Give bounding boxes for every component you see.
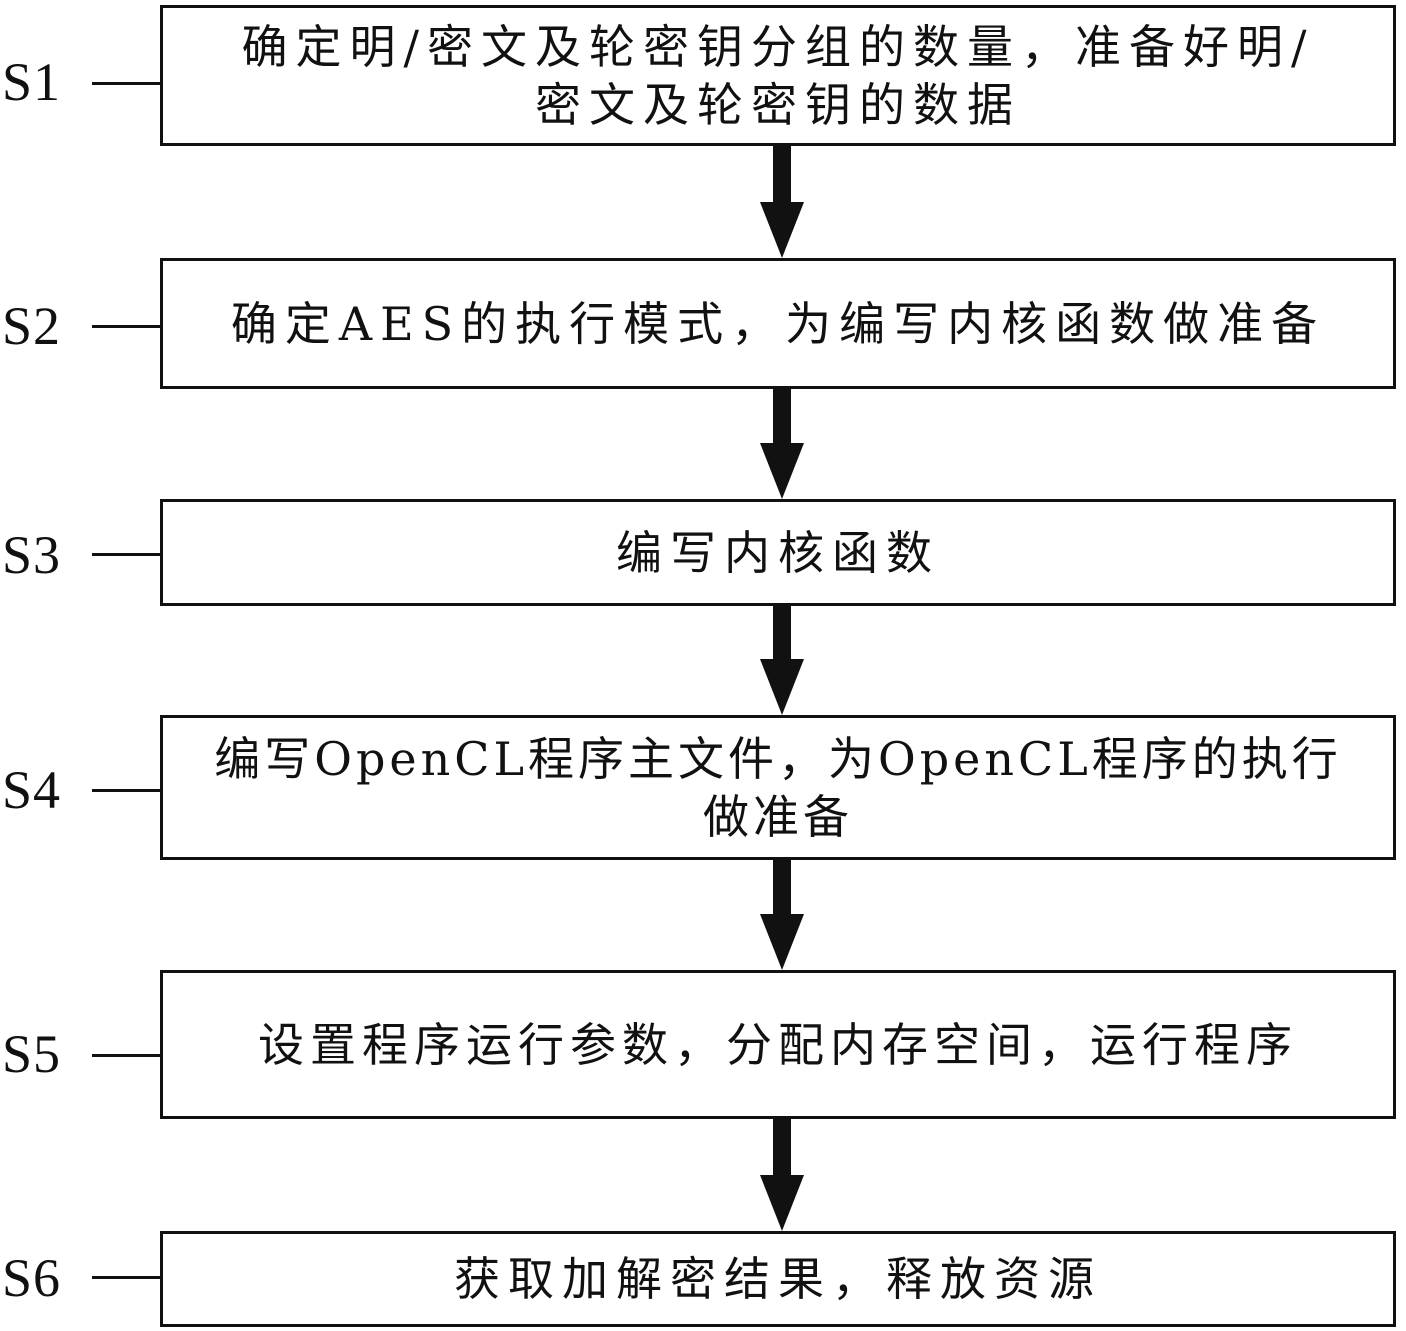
down-arrow-icon (760, 860, 804, 970)
connector-s6 (92, 1276, 160, 1279)
step-box-s4: 编写OpenCL程序主文件，为OpenCL程序的执行做准备 (160, 715, 1396, 860)
step-text-s4: 编写OpenCL程序主文件，为OpenCL程序的执行做准备 (214, 731, 1342, 844)
step-text-s1: 确定明/密文及轮密钥分组的数量，准备好明/密文及轮密钥的数据 (241, 19, 1315, 132)
connector-s3 (92, 553, 160, 556)
step-box-s5: 设置程序运行参数，分配内存空间，运行程序 (160, 970, 1396, 1119)
step-text-s3: 编写内核函数 (616, 525, 940, 580)
step-label-s1: S1 (2, 52, 62, 112)
flow-arrow-2 (757, 389, 807, 499)
flow-arrow-5 (757, 1119, 807, 1231)
connector-s1 (92, 82, 160, 85)
connector-s2 (92, 325, 160, 328)
step-text-s2: 确定AES的执行模式，为编写内核函数做准备 (230, 296, 1326, 351)
step-box-s6: 获取加解密结果，释放资源 (160, 1231, 1396, 1327)
step-box-s3: 编写内核函数 (160, 499, 1396, 606)
down-arrow-icon (760, 389, 804, 499)
flow-arrow-1 (757, 146, 807, 258)
down-arrow-icon (760, 146, 804, 258)
step-text-s6: 获取加解密结果，释放资源 (454, 1252, 1102, 1306)
flow-arrow-4 (757, 860, 807, 970)
step-label-s4: S4 (2, 760, 62, 820)
step-box-s2: 确定AES的执行模式，为编写内核函数做准备 (160, 258, 1396, 389)
connector-s5 (92, 1054, 160, 1057)
step-label-s2: S2 (2, 296, 62, 356)
down-arrow-icon (760, 606, 804, 715)
step-label-s6: S6 (2, 1248, 62, 1308)
connector-s4 (92, 789, 160, 792)
step-label-s5: S5 (2, 1024, 62, 1084)
step-text-s5: 设置程序运行参数，分配内存空间，运行程序 (258, 1017, 1298, 1072)
step-label-s3: S3 (2, 525, 62, 585)
flow-arrow-3 (757, 606, 807, 715)
down-arrow-icon (760, 1119, 804, 1231)
step-box-s1: 确定明/密文及轮密钥分组的数量，准备好明/密文及轮密钥的数据 (160, 5, 1396, 146)
